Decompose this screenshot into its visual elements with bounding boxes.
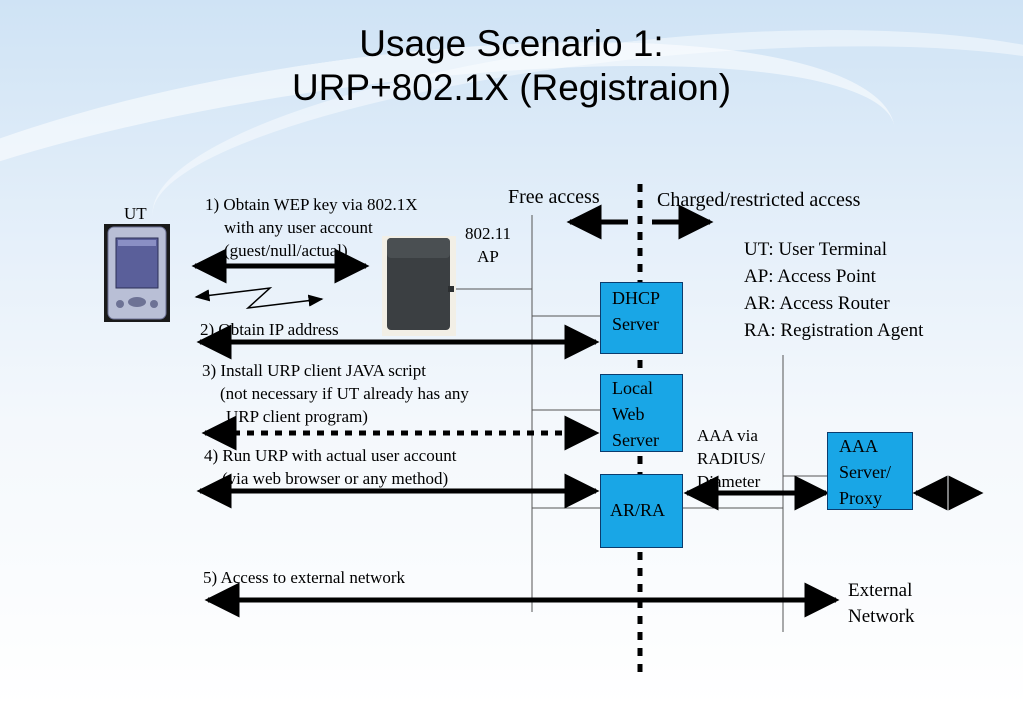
arra-label: AR/RA [610,500,666,520]
ar-ra-box: AR/RA [600,474,683,548]
step2-label: 2) Obtain IP address [200,320,339,339]
dhcp-server-box: DHCP Server [600,282,683,354]
aaa-via-line-2: RADIUS/ [697,449,766,468]
charged-access-label: Charged/restricted access [657,189,861,211]
ap-label-line-2: AP [477,247,499,266]
legend: UT: User Terminal AP: Access Point AR: A… [744,236,923,344]
wireless-zigzag [194,286,324,310]
local-web-server-box: Local Web Server [600,374,683,452]
aaa-line-2: Server/ [839,462,891,482]
step3-line-3: URP client program) [226,407,368,426]
legend-item-ar: AR: Access Router [744,293,890,314]
slide-title: Usage Scenario 1: URP+802.1X (Registraio… [0,22,1023,110]
legend-item-ra: RA: Registration Agent [744,320,924,341]
title-line-2: URP+802.1X (Registraion) [291,67,732,108]
ut-label: UT [124,204,147,223]
pda-icon [104,224,170,322]
external-line-1: External [848,580,913,601]
step3-label: 3) Install URP client JAVA script (not n… [202,359,469,428]
title-line-1: Usage Scenario 1: [359,23,664,64]
aaa-via-line-1: AAA via [697,426,758,445]
aaa-via-label: AAA via RADIUS/ Diameter [697,424,765,493]
web-line-2: Web [612,404,645,424]
dhcp-line-2: Server [612,314,659,334]
web-line-1: Local [612,378,653,398]
aaa-line-1: AAA [839,436,878,456]
aaa-line-3: Proxy [839,488,883,508]
access-point-icon [382,236,456,336]
step3-line-1: 3) Install URP client JAVA script [202,361,426,380]
aaa-server-box: AAA Server/ Proxy [827,432,913,510]
step1-label: 1) Obtain WEP key via 802.1X with any us… [205,193,417,262]
step3-line-2: (not necessary if UT already has any [220,384,469,403]
ap-label: 802.11 AP [463,222,513,268]
free-access-label: Free access [508,186,600,208]
web-line-3: Server [612,430,659,450]
legend-item-ap: AP: Access Point [744,266,876,287]
step4-label: 4) Run URP with actual user account (via… [204,444,456,490]
legend-item-ut: UT: User Terminal [744,239,888,260]
step1-line-1: 1) Obtain WEP key via 802.1X [205,195,418,214]
ap-label-line-1: 802.11 [464,224,512,243]
step4-line-2: (via web browser or any method) [222,469,449,488]
dhcp-line-1: DHCP [612,288,661,308]
step1-line-3: (guest/null/actual) [224,241,348,260]
step1-line-2: with any user account [224,218,373,237]
external-network-label: External Network [848,578,914,630]
step4-line-1: 4) Run URP with actual user account [204,446,457,465]
aaa-via-line-3: Diameter [697,472,761,491]
step5-label: 5) Access to external network [203,568,406,587]
external-line-2: Network [848,606,915,627]
